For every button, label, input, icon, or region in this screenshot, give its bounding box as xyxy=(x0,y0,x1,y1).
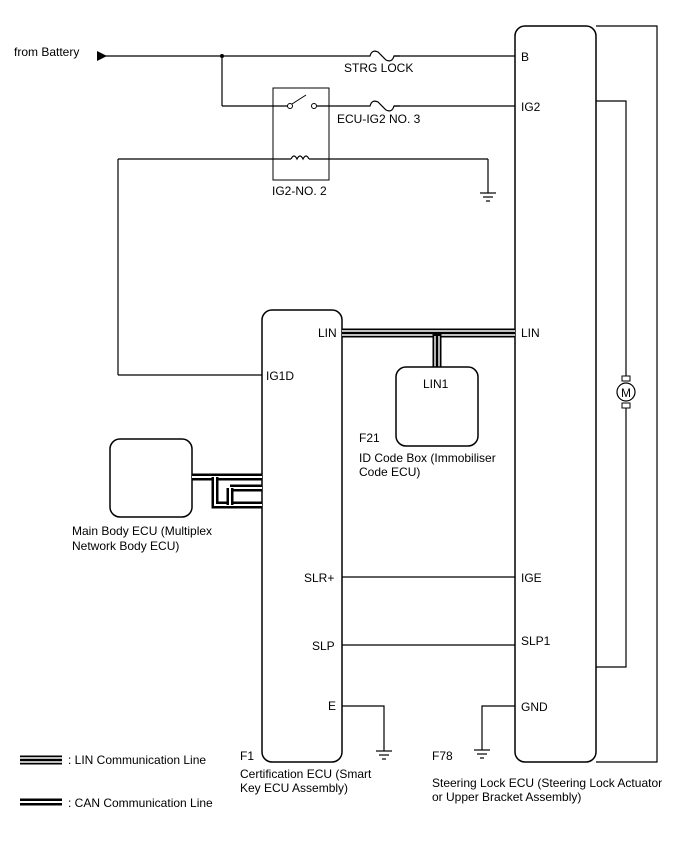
pin-lin-label: LIN xyxy=(521,326,540,340)
ig2-no2-label: IG2-NO. 2 xyxy=(272,184,327,198)
relay-coil-icon xyxy=(290,155,310,161)
certification-ecu-code: F1 xyxy=(240,749,254,763)
motor-line-top xyxy=(596,100,627,376)
strg-lock-label: STRG LOCK xyxy=(344,61,413,75)
certification-ecu-box xyxy=(261,309,343,763)
arrow-icon xyxy=(97,51,107,61)
pin-b-label: B xyxy=(521,50,529,64)
steering-lock-ecu-code: F78 xyxy=(432,749,453,763)
motor-symbol-label: M xyxy=(621,386,631,400)
lin-bus xyxy=(342,328,515,338)
can-bus xyxy=(211,477,262,509)
ground-icon xyxy=(376,750,392,760)
id-code-box-name-line2: Code ECU) xyxy=(359,465,420,479)
from-battery-label: from Battery xyxy=(14,45,79,59)
pin-ige-label: IGE xyxy=(521,571,542,585)
relay-contact xyxy=(287,103,293,109)
relay-switch-icon xyxy=(291,94,307,105)
id-code-box xyxy=(395,366,479,447)
steering-lock-ecu-box xyxy=(514,25,597,763)
relay-contact xyxy=(311,103,317,109)
legend-can-label: : CAN Communication Line xyxy=(68,796,213,810)
motor-line-bottom xyxy=(596,408,627,668)
ground-icon xyxy=(474,749,490,759)
pin-gnd-label: GND xyxy=(521,700,548,714)
cert-pin-slr-label: SLR+ xyxy=(304,571,334,585)
e-ground-line xyxy=(342,705,385,751)
can-bus xyxy=(226,484,262,505)
cert-pin-ig1d-label: IG1D xyxy=(266,369,294,383)
main-body-ecu-box xyxy=(109,438,193,518)
certification-ecu-name-line2: Key ECU Assembly) xyxy=(240,781,348,795)
ecu-ig2-no3-label: ECU-IG2 NO. 3 xyxy=(337,112,421,126)
main-body-ecu-name-line2: Network Body ECU) xyxy=(72,539,179,553)
id-code-box-code: F21 xyxy=(359,431,380,445)
cert-pin-lin-label: LIN xyxy=(318,326,337,340)
cert-pin-slp-label: SLP xyxy=(312,639,335,653)
certification-ecu-name-line1: Certification ECU (Smart xyxy=(240,767,372,781)
cert-pin-e-label: E xyxy=(328,699,336,713)
id-code-box-name-line1: ID Code Box (Immobiliser xyxy=(359,451,496,465)
ecu-ig2-no3-fuse-icon xyxy=(362,100,400,112)
gnd-line xyxy=(481,705,515,750)
ig2-no2-relay xyxy=(272,87,330,181)
pin-slp1-label: SLP1 xyxy=(521,634,551,648)
steering-lock-ecu-name-line1: Steering Lock ECU (Steering Lock Actuato… xyxy=(432,776,662,790)
motor-icon: M xyxy=(616,375,636,409)
id-code-box-pin-lin1: LIN1 xyxy=(423,377,449,391)
actuator-frame xyxy=(596,25,658,763)
steering-lock-ecu-name-line2: or Upper Bracket Assembly) xyxy=(432,790,581,804)
legend-lin-label: : LIN Communication Line xyxy=(68,753,206,767)
lin-bus-drop xyxy=(432,333,442,368)
fuse-gap xyxy=(362,101,394,111)
strg-lock-fuse-icon xyxy=(362,50,400,62)
legend-lin-symbol xyxy=(20,755,62,765)
pin-ig2-label: IG2 xyxy=(521,100,541,114)
fuse-gap xyxy=(362,51,394,61)
main-body-ecu-name-line1: Main Body ECU (Multiplex xyxy=(72,524,212,538)
ground-icon xyxy=(480,192,496,202)
